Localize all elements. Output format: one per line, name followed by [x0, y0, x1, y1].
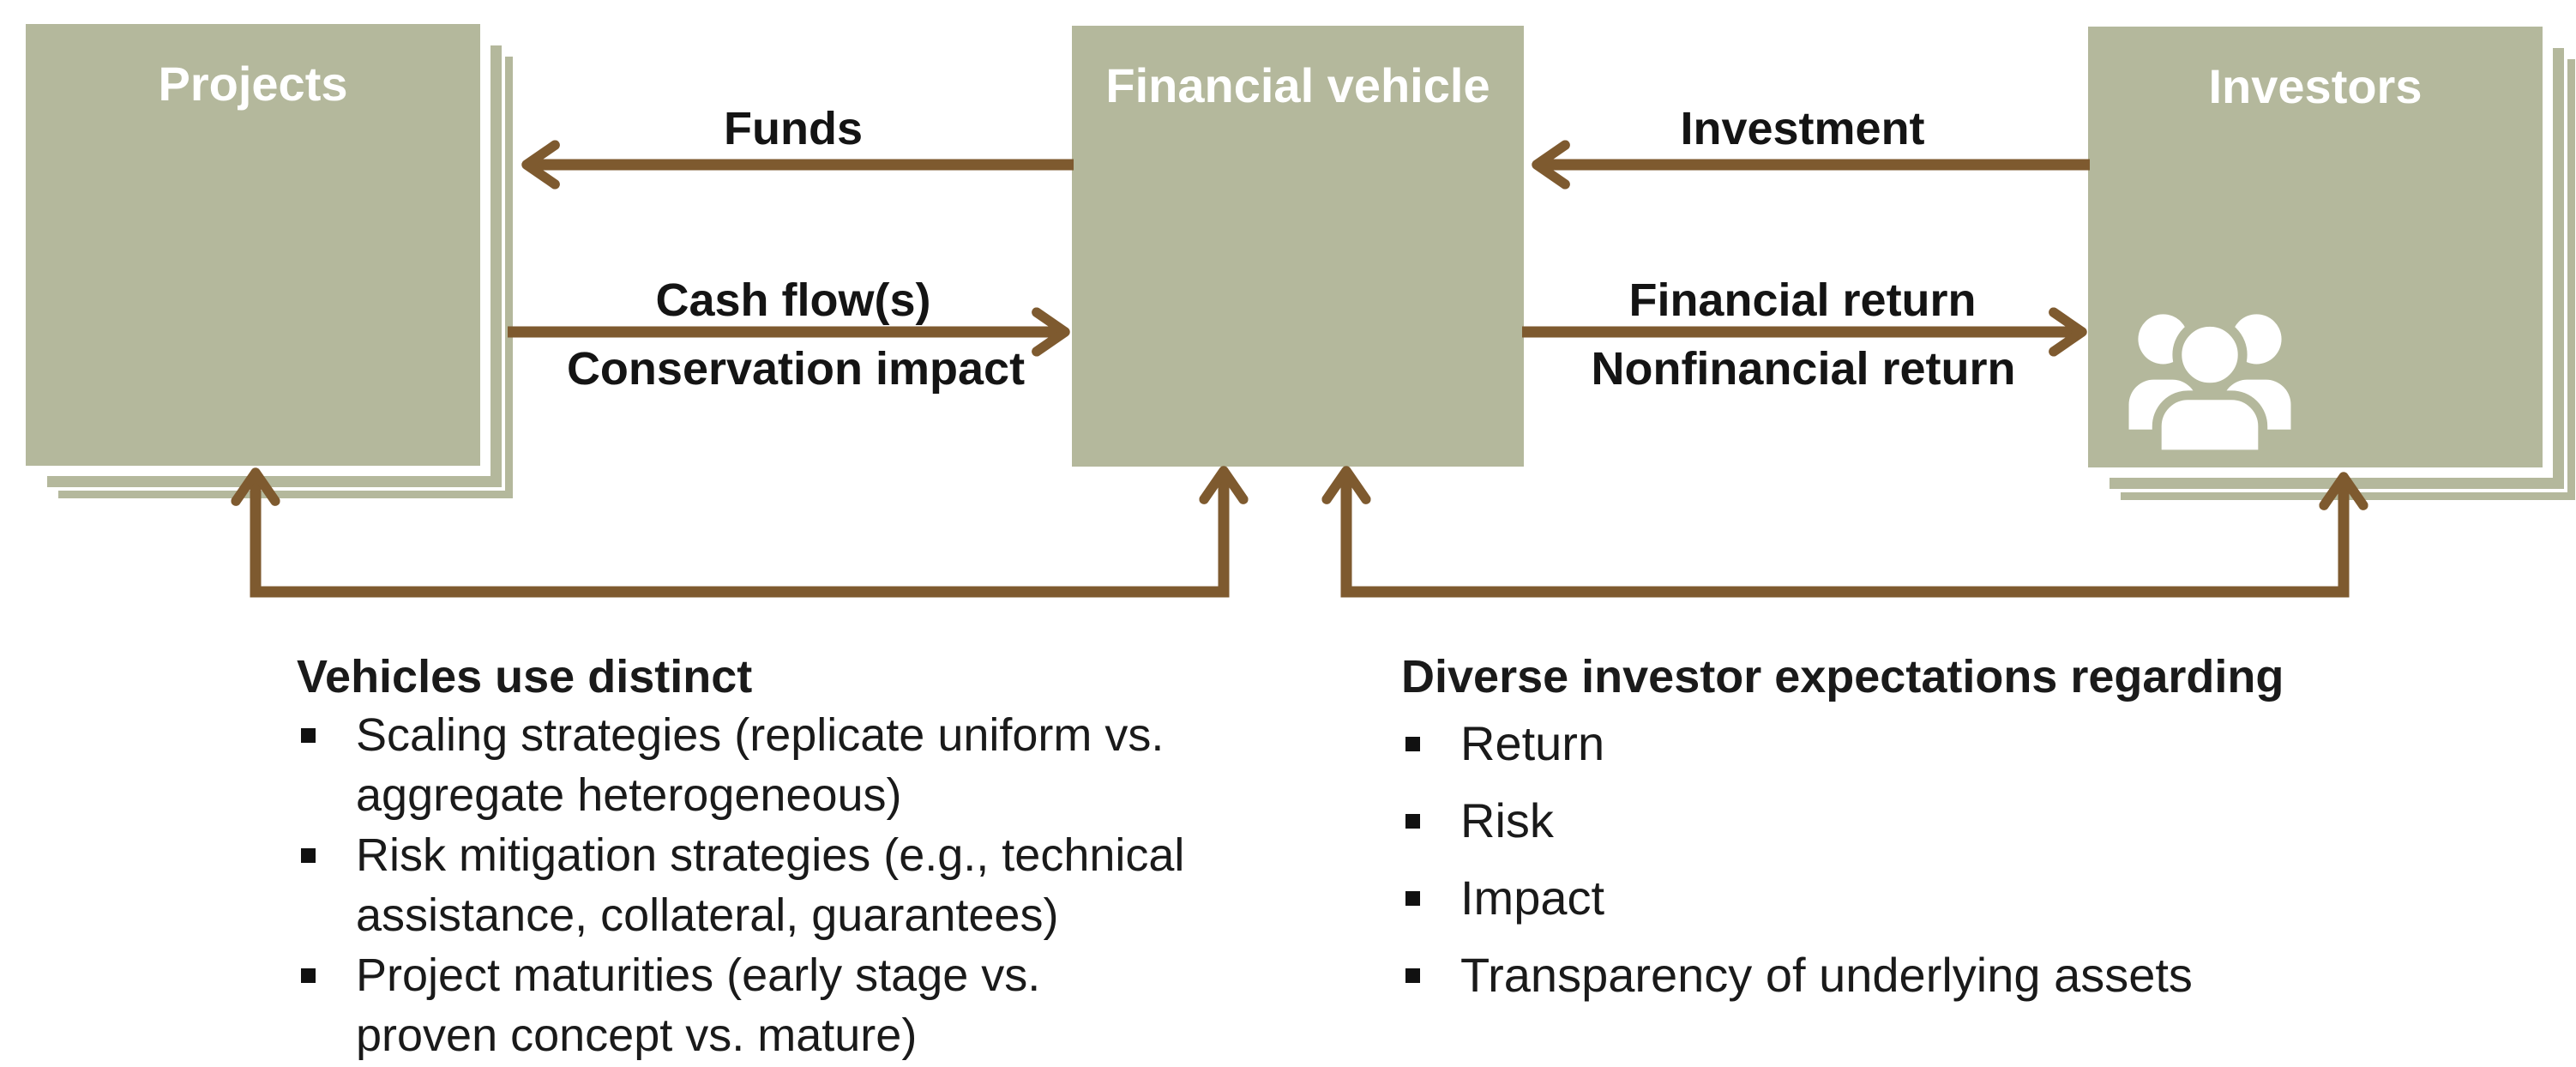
bullet-text: Transparency of underlying assets [1460, 948, 2193, 1002]
bullet-square-icon [301, 968, 316, 983]
people-group-icon [2116, 298, 2303, 460]
left-feedback-connector [231, 466, 1249, 598]
vehicles-note-block: Vehicles use distinct Scaling strategies… [297, 650, 1291, 1065]
nonfinancial-return-label: Nonfinancial return [1591, 343, 2016, 395]
projects-box-title: Projects [158, 57, 348, 111]
bullet-text: Risk mitigation strategies (e.g., techni… [356, 829, 1185, 941]
investment-label: Investment [1680, 103, 1925, 154]
bullet-square-icon [301, 848, 316, 863]
list-item: Risk [1401, 782, 2473, 859]
bullet-square-icon [1405, 737, 1420, 751]
list-item: Impact [1401, 859, 2473, 937]
vehicles-note-heading: Vehicles use distinct [297, 651, 753, 702]
list-item: Scaling strategies (replicate uniform vs… [297, 705, 1291, 825]
list-item: Transparency of underlying assets [1401, 937, 2473, 1014]
right-feedback-connector [1321, 466, 2368, 598]
list-item: Project maturities (early stage vs. prov… [297, 945, 1291, 1065]
bullet-square-icon [1405, 891, 1420, 906]
bullet-text: Risk [1460, 793, 1554, 847]
funds-label: Funds [724, 103, 863, 154]
cash-flow-label: Cash flow(s) [655, 274, 931, 326]
bullet-text: Project maturities (early stage vs. prov… [356, 949, 1041, 1061]
investors-box-title: Investors [2208, 59, 2423, 113]
projects-box: Projects [26, 24, 480, 466]
financial-vehicle-box: Financial vehicle [1072, 26, 1524, 467]
financial-vehicle-box-title: Financial vehicle [1105, 58, 1490, 112]
list-item: Return [1401, 705, 2473, 782]
conservation-impact-label: Conservation impact [566, 343, 1026, 395]
bullet-text: Return [1460, 716, 1605, 770]
bullet-square-icon [1405, 968, 1420, 983]
investor-expectations-note-block: Diverse investor expectations regarding … [1401, 650, 2473, 1014]
bullet-text: Scaling strategies (replicate uniform vs… [356, 709, 1165, 821]
financial-return-label: Financial return [1628, 274, 1977, 326]
list-item: Risk mitigation strategies (e.g., techni… [297, 825, 1291, 945]
investor-expectations-heading: Diverse investor expectations regarding [1401, 651, 2284, 702]
bullet-square-icon [301, 728, 316, 743]
bullet-text: Impact [1460, 871, 1605, 925]
bullet-square-icon [1405, 814, 1420, 829]
